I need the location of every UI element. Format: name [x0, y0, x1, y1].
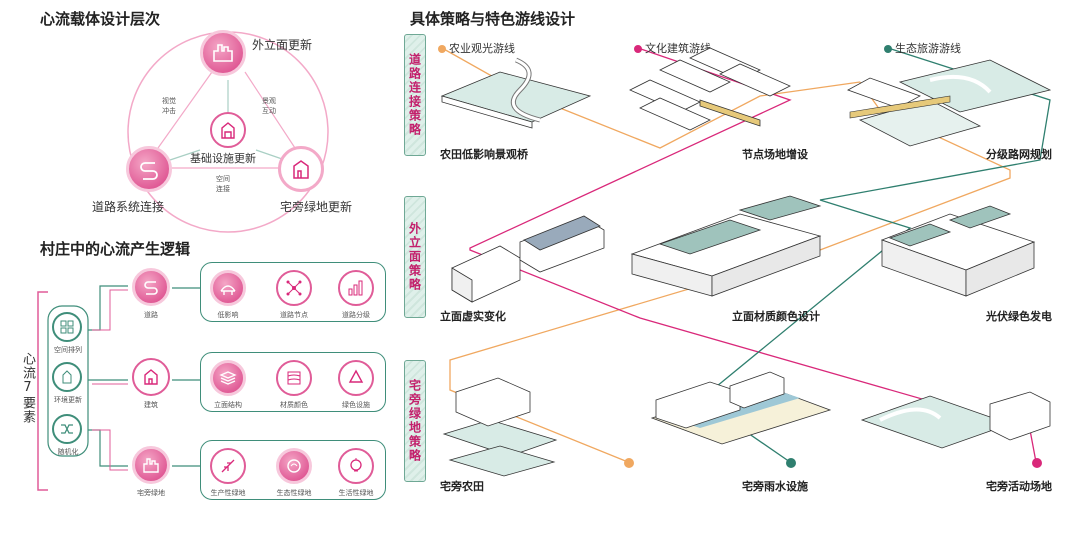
elements-label: 心流7要素 [20, 352, 35, 424]
building-main-icon [132, 358, 170, 396]
agri-route-end-dot [624, 458, 634, 468]
material-color-icon [276, 360, 312, 396]
element-label-3: 随机化 [57, 448, 79, 456]
caption-solar: 光伏绿色发电 [986, 310, 1052, 323]
environment-update-icon [52, 362, 82, 392]
element-label-1: 空间排列 [54, 346, 82, 354]
graded-road-illustration [847, 59, 1052, 147]
road-node-icon [276, 270, 312, 306]
triangle-right-label: 宅旁绿地更新 [280, 200, 353, 214]
row3-main-label: 宅旁绿地 [137, 489, 165, 497]
ecological-green-icon [276, 448, 312, 484]
caption-facade-material: 立面材质颜色设计 [732, 310, 820, 323]
row2-item3: 绿色设施 [342, 401, 370, 409]
recycle-icon [338, 360, 374, 396]
facade-void-illustration [451, 215, 605, 303]
row1-item2: 道路节点 [280, 311, 308, 319]
solar-illustration [880, 205, 1036, 297]
band-road: 道路连接策略 [404, 34, 426, 156]
node-site-illustration [629, 47, 791, 131]
row1-item3: 道路分级 [342, 311, 370, 319]
triangle-left-label: 道路系统连接 [92, 200, 165, 214]
low-impact-icon [210, 270, 246, 306]
eco-route-dot [884, 45, 892, 53]
green-space-icon [278, 146, 324, 192]
row2-item2: 材质颜色 [280, 401, 308, 409]
row2-main-label: 建筑 [144, 401, 158, 409]
living-green-icon [338, 448, 374, 484]
caption-activity-site: 宅旁活动场地 [986, 480, 1052, 493]
edge-left-label: 视觉冲击 [162, 97, 176, 115]
row2-box [200, 352, 386, 412]
route-culture: 文化建筑游线 [634, 40, 711, 56]
row3-box [200, 440, 386, 500]
row1-main-label: 道路 [144, 311, 158, 319]
section1-title: 心流载体设计层次 [40, 10, 161, 28]
eco-route-end-dot [786, 458, 796, 468]
route-agri: 农业观光游线 [438, 40, 515, 56]
agri-route-dot [438, 45, 446, 53]
activity-site-illustration [860, 391, 1051, 449]
productive-green-icon [210, 448, 246, 484]
farmland-illustration [442, 377, 558, 477]
section2-title: 村庄中的心流产生逻辑 [40, 240, 191, 258]
caption-bridge: 农田低影响景观桥 [440, 148, 528, 161]
space-arrangement-icon [52, 312, 82, 342]
edge-right-label: 景观互动 [262, 97, 276, 115]
culture-route-dot [634, 45, 642, 53]
triangle-center-label: 基础设施更新 [190, 152, 256, 165]
rainwater-illustration [650, 371, 832, 445]
element-label-2: 环境更新 [54, 396, 82, 404]
infrastructure-icon [210, 112, 246, 148]
road-main-icon [132, 268, 170, 306]
caption-farmland: 宅旁农田 [440, 480, 484, 493]
route-eco: 生态旅游游线 [884, 40, 961, 56]
right-title: 具体策略与特色游线设计 [410, 10, 576, 28]
caption-rainwater: 宅旁雨水设施 [742, 480, 808, 493]
culture-route-end-dot [1032, 458, 1042, 468]
facade-structure-icon [210, 360, 246, 396]
triangle-top-label: 外立面更新 [252, 38, 313, 52]
facade-update-icon [200, 30, 246, 76]
caption-facade-void: 立面虚实变化 [440, 310, 506, 323]
facade-material-illustration [630, 195, 822, 297]
edge-bottom-label: 空间连接 [216, 175, 230, 193]
row3-item1: 生产性绿地 [210, 489, 246, 497]
row1-item1: 低影响 [217, 311, 239, 319]
caption-graded-road: 分级路网规划 [986, 148, 1052, 161]
band-green: 宅旁绿地策略 [404, 360, 426, 482]
row3-item3: 生活性绿地 [338, 489, 374, 497]
caption-node-site: 节点场地增设 [742, 148, 808, 161]
band-facade: 外立面策略 [404, 196, 426, 318]
bridge-illustration [440, 57, 592, 129]
courtyard-main-icon [132, 446, 170, 484]
row3-item2: 生态性绿地 [276, 489, 312, 497]
road-grading-icon [338, 270, 374, 306]
row2-item1: 立面结构 [214, 401, 242, 409]
row1-box [200, 262, 386, 322]
shuffle-icon [52, 414, 82, 444]
road-system-icon [126, 146, 172, 192]
